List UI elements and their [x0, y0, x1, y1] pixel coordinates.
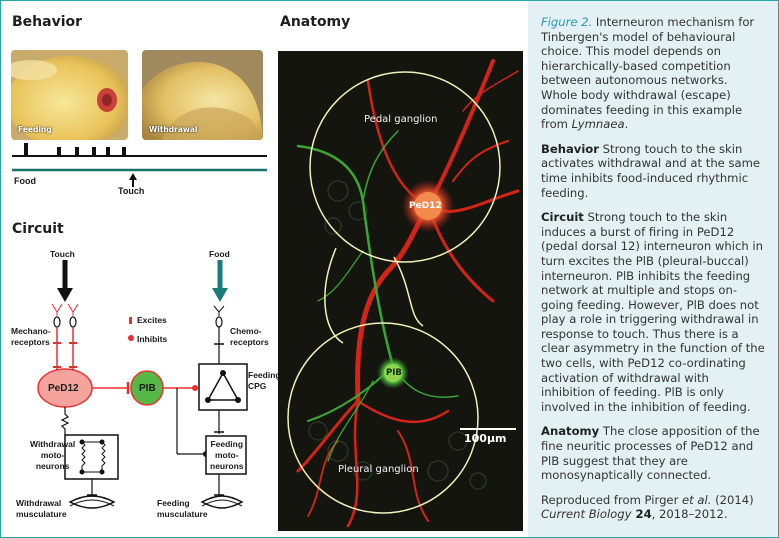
snail-withdrawal-image: [142, 50, 263, 140]
feeding-moto-box: [205, 435, 247, 475]
anatomy-pedl2-label: PeD12: [409, 201, 442, 211]
touch-input-arrow-head: [57, 288, 73, 302]
bites-label: bites: [34, 144, 51, 151]
legend-excite-swatch: [129, 317, 132, 324]
connective-outline: [393, 256, 424, 327]
cpg-triangle: [206, 371, 240, 401]
photo-feeding: Feeding: [11, 50, 128, 140]
mechanoreceptor-dendrites: [51, 303, 79, 316]
bite-mark: [122, 147, 126, 155]
snail-feeding-image: [11, 50, 128, 140]
bite-mark: [106, 147, 110, 155]
legend-inhibits-label: Inhibits: [137, 334, 168, 344]
circuit-diagram: [37, 260, 248, 509]
chemoreceptor-label: Chemo-receptors: [230, 326, 269, 347]
chemoreceptor-cell: [215, 316, 223, 328]
photo-withdrawal-label: Withdrawal: [149, 125, 198, 134]
anatomy-micrograph: Pedal ganglion PeD12 PIB 100µm Pleural g…: [278, 51, 523, 531]
pedal-ganglion-outline: [309, 71, 501, 263]
mechanoreceptor-cell: [53, 316, 61, 328]
mechanoreceptor-cell: [69, 316, 77, 328]
legend-excites-label: Excites: [137, 315, 167, 325]
photo-withdrawal: Withdrawal: [142, 50, 263, 140]
withdrawal-muscle: [68, 495, 116, 509]
food-input-arrow-head: [212, 288, 228, 302]
caption-panel: Figure 2. Interneuron mechanism for Tinb…: [528, 1, 778, 537]
pedal-ganglion-label: Pedal ganglion: [364, 114, 438, 125]
pleural-ganglion-outline: [287, 322, 479, 514]
circuit-caption: Circuit Strong touch to the skin induces…: [541, 210, 765, 414]
behavior-heading: Behavior: [12, 14, 83, 30]
chemoreceptor-dendrites: [213, 305, 225, 316]
legend-inhibit-swatch: [128, 335, 134, 341]
circuit-touch-label: Touch: [50, 249, 75, 259]
bite-mark: [24, 143, 28, 155]
figure-panel: Behavior Anatomy Feeding: [2, 2, 527, 536]
touch-label: Touch: [118, 186, 145, 196]
inhibit-dot: [192, 385, 198, 391]
anatomy-image: [278, 51, 523, 531]
circuit-food-label: Food: [209, 249, 230, 259]
feeding-muscle: [200, 495, 244, 509]
electrical-coupling: [60, 407, 70, 435]
food-label: Food: [14, 176, 36, 186]
circuit-heading: Circuit: [12, 221, 64, 237]
photo-feeding-label: Feeding: [18, 125, 52, 134]
connective-outline: [324, 247, 344, 344]
pib-label: PIB: [139, 383, 156, 394]
pedl2-label: PeD12: [48, 383, 79, 394]
figure-caption: Figure 2. Interneuron mechanism for Tinb…: [541, 15, 755, 132]
bite-mark: [57, 147, 61, 155]
behavior-caption: Behavior Strong touch to the skin activa…: [541, 141, 761, 200]
anatomy-pib-label: PIB: [386, 368, 402, 378]
behavior-timeline: [12, 143, 267, 187]
reference: Reproduced from Pirger et al. (2014) Cur…: [541, 492, 754, 522]
figure-label: Figure 2.: [541, 15, 593, 29]
pleural-ganglion-label: Pleural ganglion: [338, 464, 419, 475]
anatomy-heading: Anatomy: [280, 14, 351, 30]
scale-label: 100µm: [464, 432, 507, 445]
mechanoreceptor-label: Mechano-receptors: [11, 326, 51, 347]
bite-mark: [92, 147, 96, 155]
bite-mark: [75, 147, 79, 155]
touch-arrow-head: [129, 173, 137, 180]
anatomy-caption: Anatomy The close apposition of the fine…: [541, 424, 760, 483]
